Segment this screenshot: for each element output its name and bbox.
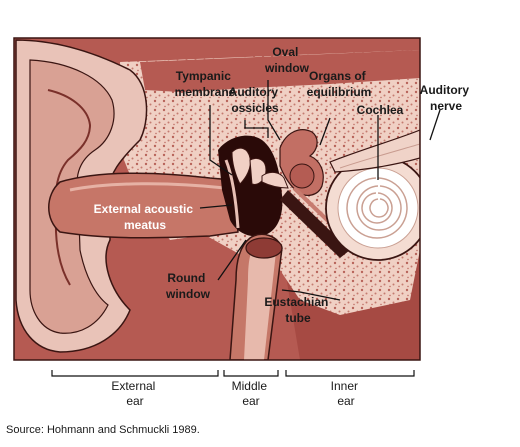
- region-brackets: [51, 370, 415, 377]
- label-auditory-nerve: Auditory nerve: [420, 83, 473, 113]
- label-oval-window: Oval window: [264, 45, 310, 75]
- malleus: [231, 147, 251, 185]
- label-round-window: Round window: [165, 271, 211, 301]
- stapes: [261, 171, 289, 189]
- region-external-ear: External ear: [111, 379, 158, 408]
- label-auditory-ossicles: Auditory ossicles: [229, 85, 282, 115]
- source-citation: Source: Hohmann and Schmuckli 1989.: [6, 424, 200, 436]
- illustration-frame: [13, 37, 421, 361]
- cochlear-duct: [280, 190, 350, 258]
- label-cochlea: Cochlea: [357, 103, 404, 117]
- region-middle-ear: Middle ear: [232, 379, 271, 408]
- region-inner-ear: Inner ear: [331, 379, 362, 408]
- auditory-nerve: [329, 129, 420, 173]
- label-eustachian-tube: Eustachian tube: [264, 295, 331, 325]
- tympanic-membrane: [224, 159, 240, 229]
- label-tympanic-membrane: Tympanic membrane: [175, 69, 236, 99]
- label-organs-of-equilibrium: Organs of equilibrium: [307, 69, 372, 99]
- anatomy-illustration: [14, 38, 420, 360]
- label-external-acoustic-meatus: External acoustic meatus: [94, 202, 197, 232]
- ear-canal: [48, 172, 239, 239]
- leader-lines: [199, 80, 441, 301]
